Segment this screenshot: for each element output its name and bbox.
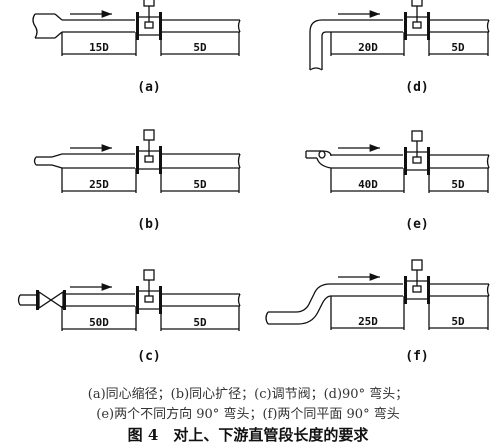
downstream-length: 5D: [193, 316, 207, 329]
panel-label: (b): [137, 217, 160, 232]
panel-e: 40D 5D (e): [305, 130, 490, 232]
caption-line-2: (e)两个不同方向 90° 弯头；(f)两个同平面 90° 弯头: [96, 406, 399, 422]
upstream-length: 40D: [358, 178, 378, 191]
caption-line-1: (a)同心缩径；(b)同心扩径；(c)调节阀；(d)90° 弯头；: [88, 386, 408, 402]
downstream-length: 5D: [193, 41, 207, 54]
flowmeter: [135, 129, 163, 175]
upstream-length: 20D: [358, 41, 378, 54]
downstream-length: 5D: [193, 178, 207, 191]
panel-f: 25D 5D (f): [265, 259, 490, 364]
panel-b: 25D 5D (b): [33, 129, 241, 232]
figure-title: 图 4 对上、下游直管段长度的要求: [128, 426, 370, 444]
panel-a: 15D 5D (a): [32, 0, 241, 95]
downstream-length: 5D: [451, 178, 465, 191]
panel-label: (d): [405, 80, 428, 95]
downstream-length: 5D: [451, 315, 465, 328]
flowmeter: [403, 130, 431, 176]
elbow-90: [309, 19, 331, 71]
panel-c: 50D 5D (c): [17, 269, 241, 364]
panel-label: (a): [137, 80, 160, 95]
upstream-length: 25D: [89, 178, 109, 191]
downstream-length: 5D: [451, 41, 465, 54]
upstream-length: 15D: [89, 41, 109, 54]
flowmeter: [135, 269, 163, 315]
flowmeter: [403, 259, 431, 305]
flowmeter: [135, 0, 163, 41]
double-elbow-out-of-plane: [305, 150, 332, 169]
panel-label: (c): [137, 349, 160, 364]
panel-label: (e): [405, 217, 428, 232]
reducer-pipe: [32, 13, 63, 39]
upstream-length: 25D: [358, 315, 378, 328]
upstream-length: 50D: [89, 316, 109, 329]
flowmeter: [403, 0, 431, 41]
double-elbow-same-plane: [265, 283, 332, 325]
panel-label: (f): [405, 349, 428, 364]
panel-d: 20D 5D (d): [309, 0, 490, 95]
control-valve: [17, 290, 66, 310]
expander-pipe: [33, 153, 63, 169]
